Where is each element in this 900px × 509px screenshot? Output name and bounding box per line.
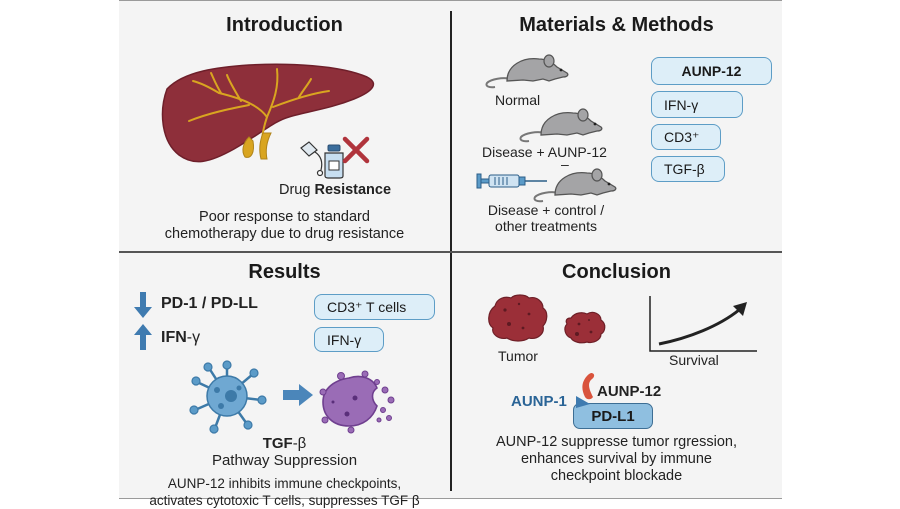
tumor-large-icon	[488, 294, 548, 342]
binding-pointer-icon	[576, 396, 590, 408]
dropper-icon	[300, 141, 324, 177]
vial-icon	[324, 144, 344, 179]
conclusion-panel: Conclusion Tumor Survival AUNP-12 AUNP-1…	[451, 252, 782, 500]
introduction-caption-line2: chemotherapy due to drug resistance	[164, 226, 405, 242]
group-control-label-line2: other treatments	[495, 218, 597, 234]
tumor-small-icon	[564, 311, 606, 344]
right-arrow-icon	[283, 384, 313, 406]
dying-cell-icon	[319, 370, 395, 434]
graphical-abstract: Introduction	[119, 0, 782, 508]
marker-pill-cd3: CD3⁺	[651, 124, 721, 150]
arrow-up-icon	[134, 324, 152, 350]
mouse-icon-aunp	[519, 108, 603, 143]
ifn-up-label-bold: IFN	[161, 329, 187, 346]
tumor-label: Tumor	[498, 348, 538, 364]
conclusion-title: Conclusion	[562, 261, 671, 283]
virus-icon	[189, 360, 267, 434]
aunp12-binding-label: AUNP-12	[597, 383, 662, 400]
group-separator: –	[561, 156, 569, 172]
introduction-panel: Introduction	[119, 1, 450, 249]
group-control-label-line1: Disease + control /	[487, 202, 605, 218]
drug-label: Drug	[279, 182, 315, 198]
aunp1-label: AUNP-1	[511, 393, 567, 410]
pathway-label: Pathway Suppression	[211, 452, 358, 469]
conclusion-caption-line1: AUNP-12 suppresse tumor rgression,	[496, 434, 737, 450]
conclusion-caption: AUNP-12 suppresse tumor rgression, enhan…	[451, 434, 782, 485]
drug-resistance-label: Drug Resistance	[279, 182, 391, 198]
marker-pill-tgf: TGF-β	[651, 156, 725, 182]
conclusion-caption-line3: checkpoint blockade	[550, 468, 683, 484]
group-control-label: Disease + control / other treatments	[461, 202, 631, 234]
liver-icon	[161, 63, 375, 163]
introduction-caption: Poor response to standard chemotherapy d…	[119, 209, 450, 243]
survival-curve-icon	[649, 296, 757, 352]
conclusion-caption-line2: enhances survival by immune	[520, 451, 712, 467]
methods-title: Materials & Methods	[519, 14, 714, 36]
introduction-caption-line1: Poor response to standard	[199, 209, 370, 225]
results-title: Results	[248, 261, 321, 283]
mouse-icon-normal	[485, 54, 569, 89]
survival-label: Survival	[669, 352, 719, 368]
group-aunp-label: Disease + AUNP-12	[482, 144, 607, 160]
result-pill-ifn: IFN-γ	[314, 327, 384, 352]
introduction-title: Introduction	[226, 14, 343, 36]
tgf-label-bold: TGF	[262, 435, 293, 452]
ifn-up-label-rest: -γ	[186, 329, 201, 346]
marker-pill-ifn: IFN-γ	[651, 91, 743, 118]
results-panel: Results PD-1 / PD-LL IFN-γ CD3⁺ T cells …	[119, 252, 450, 508]
results-caption-line1: AUNP-12 inhibits immune checkpoints,	[167, 476, 402, 491]
mouse-icon-control	[533, 168, 617, 203]
result-pill-cd3: CD3⁺ T cells	[314, 294, 435, 320]
syringe-icon	[476, 173, 547, 189]
antibody-icon	[582, 373, 595, 400]
pdl1-receptor: PD-L1	[573, 403, 653, 429]
results-caption: AUNP-12 inhibits immune checkpoints, act…	[119, 475, 450, 509]
methods-panel: Materials & Methods Normal Disease + AUN…	[451, 1, 782, 249]
horizontal-divider	[119, 251, 782, 253]
arrow-down-icon	[134, 292, 152, 318]
resistance-label: Resistance	[314, 182, 392, 198]
pd1-label: PD-1 / PD-LL	[161, 295, 258, 312]
results-caption-line2: activates cytotoxic T cells, suppresses …	[149, 493, 420, 508]
tgf-label: TGF-β	[119, 435, 450, 452]
ifn-up-label: IFN-γ	[161, 329, 200, 347]
cross-icon	[342, 136, 370, 164]
group-normal-label: Normal	[495, 92, 541, 108]
marker-pill-aunp12: AUNP-12	[651, 57, 772, 85]
tgf-label-rest: -β	[292, 435, 307, 452]
